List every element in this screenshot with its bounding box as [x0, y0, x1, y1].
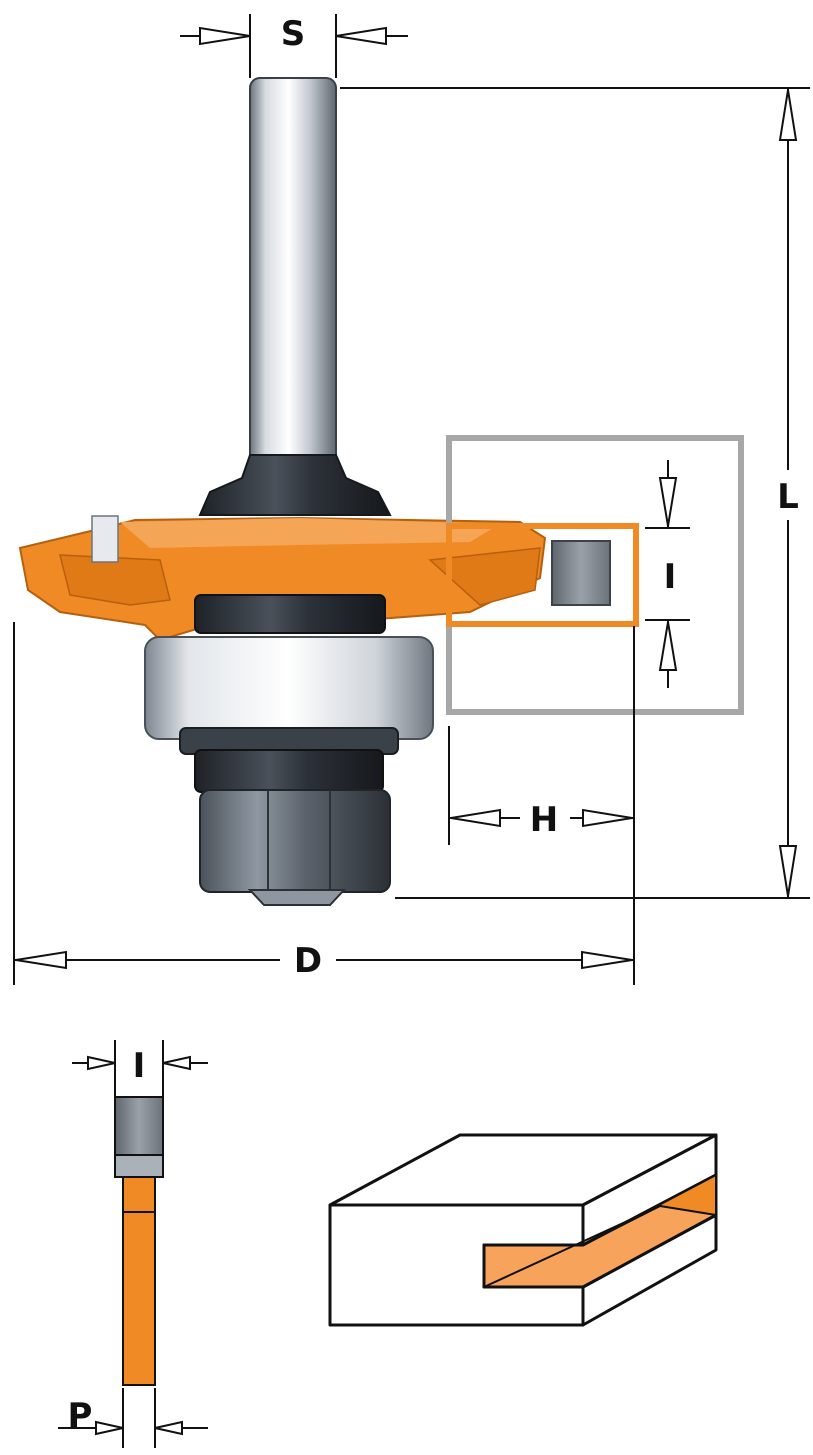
- label-s: S: [281, 14, 306, 54]
- lower-collar: [194, 749, 384, 793]
- joint-illustration: [328, 1133, 718, 1327]
- shank-collar: [198, 454, 392, 516]
- spacer-ring: [194, 594, 386, 634]
- guide-bearing: [144, 636, 434, 740]
- router-bit-illustration: [18, 77, 611, 906]
- label-h: H: [530, 800, 558, 840]
- label-d: D: [294, 941, 322, 981]
- carbide-tip-right: [551, 540, 611, 606]
- dimension-arrow-icon: [15, 26, 798, 970]
- dimension-lines-side: [58, 1040, 208, 1448]
- label-i-top: I: [664, 557, 677, 597]
- carbide-tip-side: [114, 1096, 164, 1156]
- label-p: P: [68, 1396, 93, 1436]
- blade-body-side: [122, 1176, 156, 1386]
- screw-head: [247, 889, 347, 906]
- carbide-tip-left: [91, 515, 119, 563]
- label-l: L: [777, 477, 799, 517]
- dimension-arrow-icon: [87, 1055, 191, 1436]
- blade-side-view: [114, 1096, 164, 1386]
- slotting-cutter-disk: [18, 515, 611, 642]
- shank: [249, 77, 337, 471]
- dimension-lines: [13, 14, 810, 985]
- lock-nut: [199, 789, 391, 893]
- label-i-bottom: I: [133, 1046, 146, 1086]
